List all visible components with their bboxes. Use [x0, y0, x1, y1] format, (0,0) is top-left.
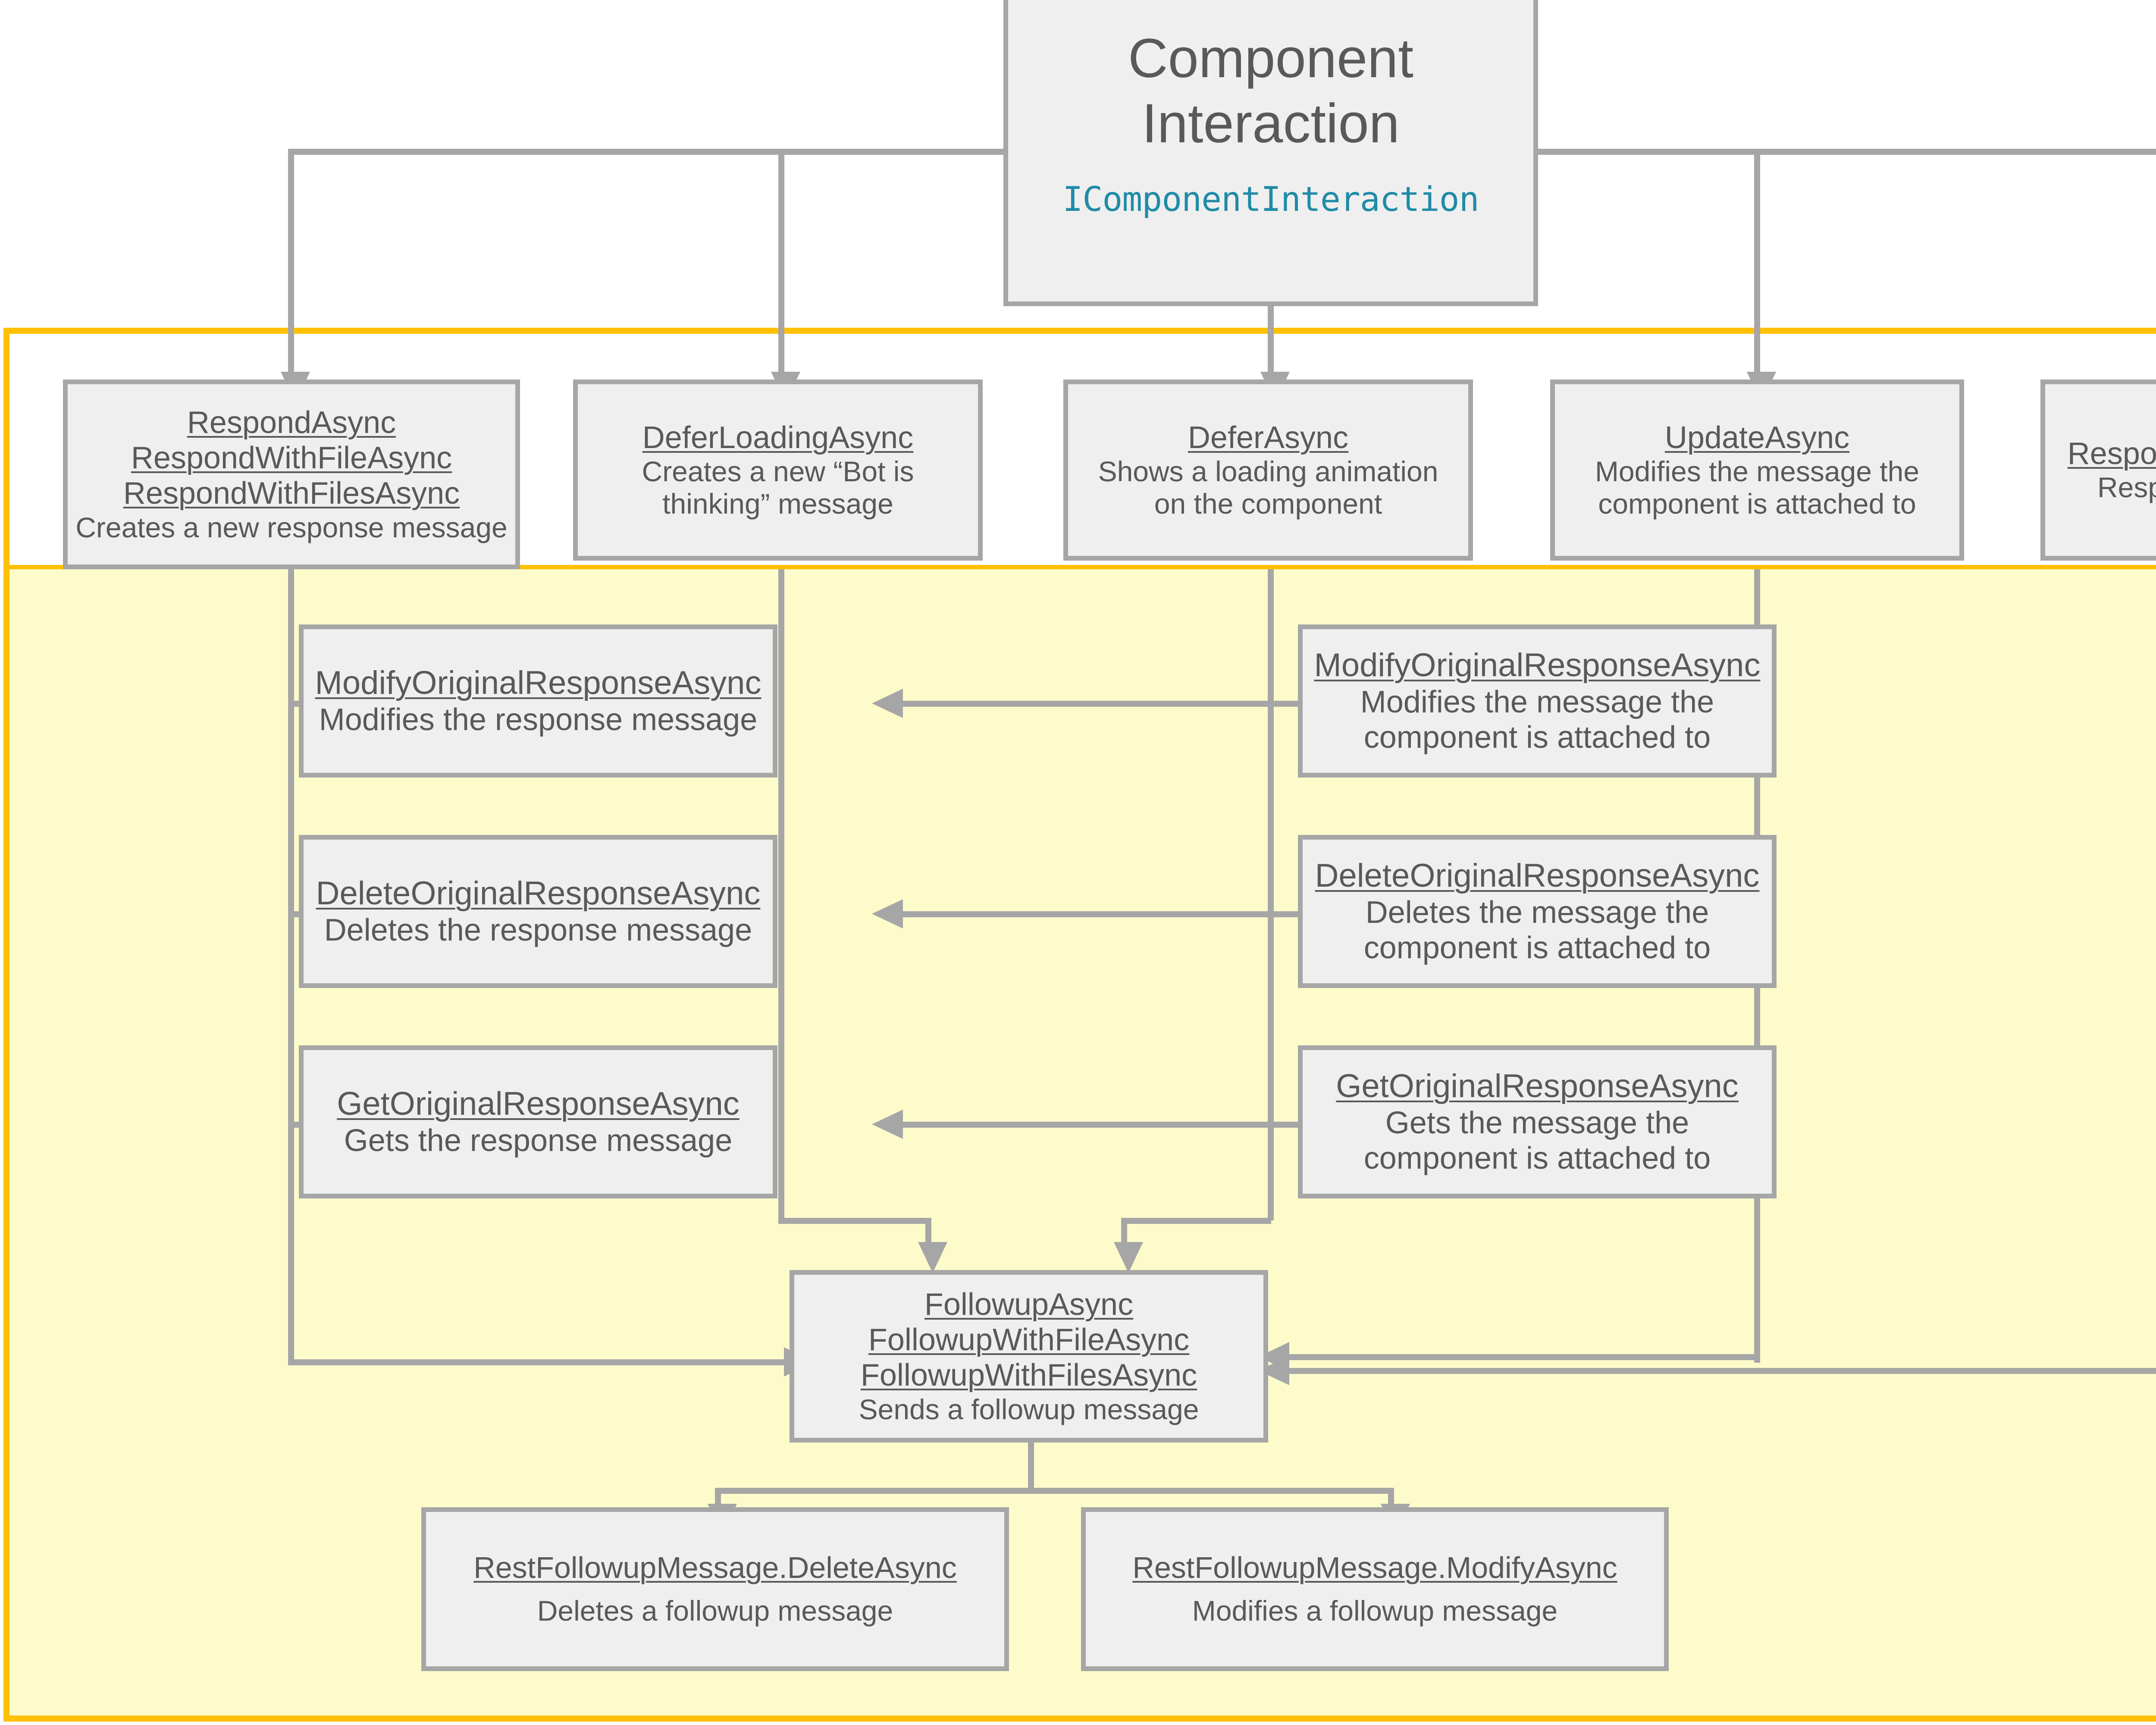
connector-defer-to-modify-left — [903, 701, 1270, 707]
method-description-line1: Modifies the message the — [1595, 455, 1920, 487]
root-interface-name: IComponentInteraction — [1062, 180, 1479, 220]
method-description-line2: on the component — [1154, 488, 1382, 520]
arrow-left-modify-left — [872, 689, 903, 718]
method-description-line1: Deletes the message the — [1365, 895, 1709, 930]
method-description-line1: Gets the message the — [1385, 1105, 1689, 1140]
node-respond-async[interactable]: RespondAsync RespondWithFileAsync Respon… — [63, 380, 520, 569]
root-node-component-interaction[interactable]: Component Interaction IComponentInteract… — [1003, 0, 1538, 306]
connector-respond-spine — [288, 569, 294, 1363]
method-name: DeferAsync — [1188, 420, 1349, 455]
method-description: Deletes a followup message — [537, 1595, 893, 1627]
connector-followup-to-restmodify — [1388, 1488, 1394, 1507]
node-delete-original-response-mid[interactable]: DeleteOriginalResponseAsync Deletes the … — [1298, 835, 1777, 988]
node-respond-with-modal-async[interactable]: RespondWithModalAsync Responds with a mo… — [2040, 380, 2156, 561]
connector-followup-bus — [715, 1488, 1392, 1494]
method-name: DeleteOriginalResponseAsync — [316, 875, 761, 912]
method-name: RestFollowupMessage.ModifyAsync — [1132, 1551, 1617, 1585]
method-name: DeleteOriginalResponseAsync — [1315, 857, 1760, 894]
node-delete-original-response-left[interactable]: DeleteOriginalResponseAsync Deletes the … — [299, 835, 777, 988]
method-description-line2: component is attached to — [1363, 1141, 1711, 1176]
method-name: ModifyOriginalResponseAsync — [315, 665, 761, 702]
connector-defer-elbow — [1121, 1218, 1271, 1224]
connector-drop-deferloading — [778, 149, 784, 380]
method-description-line1: Creates a new “Bot is — [642, 455, 914, 487]
method-name: FollowupWithFileAsync — [868, 1323, 1190, 1358]
method-name: GetOriginalResponseAsync — [337, 1085, 740, 1123]
connector-defer-to-get-left — [903, 1122, 1270, 1128]
connector-deferloading-elbow — [778, 1218, 929, 1224]
method-description: Responds with a modal — [2097, 471, 2156, 504]
connector-drop-respond — [288, 149, 294, 380]
connector-defer-spine — [1268, 569, 1274, 1220]
arrow-down-followup-from-defer — [1114, 1242, 1143, 1273]
connector-defer-to-get-mid — [1268, 1122, 1306, 1128]
node-modify-original-response-mid[interactable]: ModifyOriginalResponseAsync Modifies the… — [1298, 624, 1777, 778]
connector-drop-update — [1754, 149, 1760, 380]
method-name: ModifyOriginalResponseAsync — [1314, 647, 1761, 684]
arrow-left-delete-left — [872, 899, 903, 928]
method-description-line2: component is attached to — [1598, 488, 1916, 520]
method-description: Modifies a followup message — [1192, 1595, 1558, 1627]
method-name: FollowupWithFilesAsync — [860, 1358, 1197, 1393]
connector-bus-right — [1535, 149, 2156, 155]
node-get-original-response-mid[interactable]: GetOriginalResponseAsync Gets the messag… — [1298, 1045, 1777, 1198]
connector-followup-down — [1028, 1443, 1034, 1490]
connector-deferloading-down — [925, 1218, 931, 1246]
method-description: Deletes the response message — [324, 913, 752, 947]
method-name: RestFollowupMessage.DeleteAsync — [473, 1551, 957, 1585]
node-rest-followup-delete-async[interactable]: RestFollowupMessage.DeleteAsync Deletes … — [421, 1507, 1009, 1671]
method-description-line2: component is attached to — [1363, 720, 1711, 755]
connector-defer-to-delete-left — [903, 911, 1270, 917]
node-defer-loading-async[interactable]: DeferLoadingAsync Creates a new “Bot is … — [573, 380, 983, 561]
method-name: GetOriginalResponseAsync — [1336, 1068, 1739, 1105]
connector-respond-to-followup — [288, 1359, 786, 1365]
method-name: RespondAsync — [187, 405, 396, 440]
root-title-line2: Interaction — [1142, 93, 1400, 155]
node-update-async[interactable]: UpdateAsync Modifies the message the com… — [1550, 380, 1964, 561]
method-name: RespondWithModalAsync — [2067, 436, 2156, 471]
method-description: Creates a new response message — [75, 511, 508, 543]
method-description-line2: thinking” message — [662, 488, 893, 520]
method-description: Modifies the response message — [319, 702, 758, 737]
node-rest-followup-modify-async[interactable]: RestFollowupMessage.ModifyAsync Modifies… — [1081, 1507, 1669, 1671]
connector-deferloading-spine — [778, 569, 784, 1220]
node-modify-original-response-left[interactable]: ModifyOriginalResponseAsync Modifies the… — [299, 624, 777, 778]
arrow-down-followup-from-deferloading — [918, 1242, 947, 1273]
method-description-line2: component is attached to — [1363, 930, 1711, 965]
method-name: DeferLoadingAsync — [642, 420, 914, 455]
method-description: Gets the response message — [344, 1123, 733, 1158]
node-get-original-response-left[interactable]: GetOriginalResponseAsync Gets the respon… — [299, 1045, 777, 1198]
method-name: RespondWithFileAsync — [131, 441, 452, 476]
connector-respondmodal-to-followup — [1289, 1368, 2156, 1374]
method-description-line1: Shows a loading animation — [1098, 455, 1438, 487]
method-description: Sends a followup message — [859, 1393, 1199, 1425]
connector-bus-left — [288, 149, 1009, 155]
method-name: FollowupAsync — [924, 1287, 1134, 1322]
node-followup-async[interactable]: FollowupAsync FollowupWithFileAsync Foll… — [790, 1270, 1268, 1443]
method-description-line1: Modifies the message the — [1360, 684, 1714, 719]
method-name: RespondWithFilesAsync — [123, 476, 460, 511]
connector-defer-to-delete-mid — [1268, 911, 1306, 917]
connector-defer-down — [1121, 1218, 1127, 1246]
connector-update-to-followup — [1289, 1354, 1757, 1360]
node-defer-async[interactable]: DeferAsync Shows a loading animation on … — [1063, 380, 1473, 561]
root-title-line1: Component — [1128, 28, 1413, 89]
arrow-left-get-left — [872, 1110, 903, 1139]
connector-defer-to-modify-mid — [1268, 701, 1306, 707]
connector-followup-to-restdelete — [715, 1488, 721, 1507]
method-name: UpdateAsync — [1664, 420, 1850, 455]
